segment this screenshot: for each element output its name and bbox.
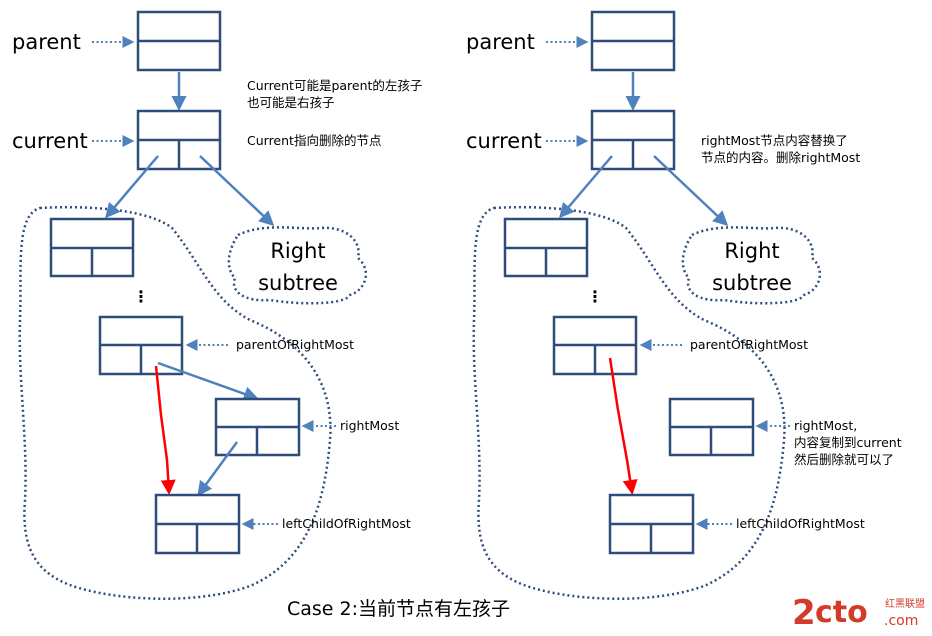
left-right-most-label: rightMost (340, 418, 399, 433)
left-right-subtree-label-1: Right (270, 239, 325, 263)
right-right-most-label-2: 内容复制到current (794, 435, 902, 450)
watermark-logo: 2 cto 红黑联盟 .com (792, 593, 925, 633)
right-right-subtree-label-2: subtree (712, 271, 792, 295)
right-right-subtree-label-1: Right (724, 239, 779, 263)
right-left-child-of-right-most-node (608, 493, 695, 555)
left-parent-to-rightmost-arrow (157, 361, 259, 402)
right-parent-of-right-most-label: parentOfRightMost (690, 337, 808, 352)
left-right-most-node (214, 397, 301, 457)
right-subtree-outline (472, 205, 786, 600)
watermark-2: 2 (792, 593, 816, 633)
left-current-to-rightsubtree-arrow (199, 155, 275, 227)
right-leftchild-node (503, 217, 589, 278)
caption: Case 2:当前节点有左孩子 (287, 598, 510, 620)
right-left-child-of-right-most-label: leftChildOfRightMost (736, 516, 865, 531)
right-parent-node (590, 10, 676, 72)
left-parent-of-right-most-label: parentOfRightMost (236, 337, 354, 352)
right-current-to-rightsubtree-arrow (653, 155, 729, 227)
watermark-com: .com (884, 613, 918, 629)
right-current-label: current (466, 129, 542, 153)
left-right-subtree-label-2: subtree (258, 271, 338, 295)
right-note-line-2: 节点的内容。删除rightMost (701, 150, 860, 165)
right-current-to-leftchild-arrow (559, 155, 613, 219)
left-parent-of-right-most-node (98, 315, 184, 376)
left-subtree-outline (18, 205, 332, 600)
right-note-line-1: rightMost节点内容替换了 (701, 133, 848, 148)
left-ellipsis: ⋮ (133, 287, 149, 306)
left-note-2: Current指向删除的节点 (247, 133, 381, 148)
right-parent-label: parent (466, 30, 535, 54)
right-right-most-label-1: rightMost, (794, 418, 857, 433)
watermark-cto: cto (815, 595, 868, 630)
right-parent-of-right-most-node (552, 315, 638, 376)
watermark-cn: 红黑联盟 (885, 597, 925, 610)
left-leftchild-node (49, 217, 135, 278)
left-current-to-leftchild-arrow (105, 155, 159, 219)
left-current-label: current (12, 129, 88, 153)
right-current-node (590, 109, 676, 171)
left-diagram: Right subtree parent current Current可能是p… (12, 10, 422, 600)
left-left-child-of-right-most-node (154, 493, 241, 555)
left-red-arrow (154, 365, 176, 495)
right-right-most-node (668, 397, 755, 457)
right-right-subtree-cloud (681, 226, 822, 305)
left-parent-node (136, 10, 222, 72)
right-right-most-label-3: 然后删除就可以了 (794, 452, 894, 467)
right-diagram: Right subtree parent current rightMost节点… (466, 10, 902, 600)
left-left-child-of-right-most-label: leftChildOfRightMost (282, 516, 411, 531)
right-ellipsis: ⋮ (587, 287, 603, 306)
left-current-node (136, 109, 222, 171)
left-note-1-line-1: Current可能是parent的左孩子 (247, 78, 422, 93)
left-note-1-line-2: 也可能是右孩子 (247, 95, 335, 110)
left-rightmost-to-leftchild-arrow (197, 441, 239, 497)
left-parent-label: parent (12, 30, 81, 54)
left-right-subtree-cloud (227, 226, 368, 305)
right-red-arrow (608, 357, 638, 495)
